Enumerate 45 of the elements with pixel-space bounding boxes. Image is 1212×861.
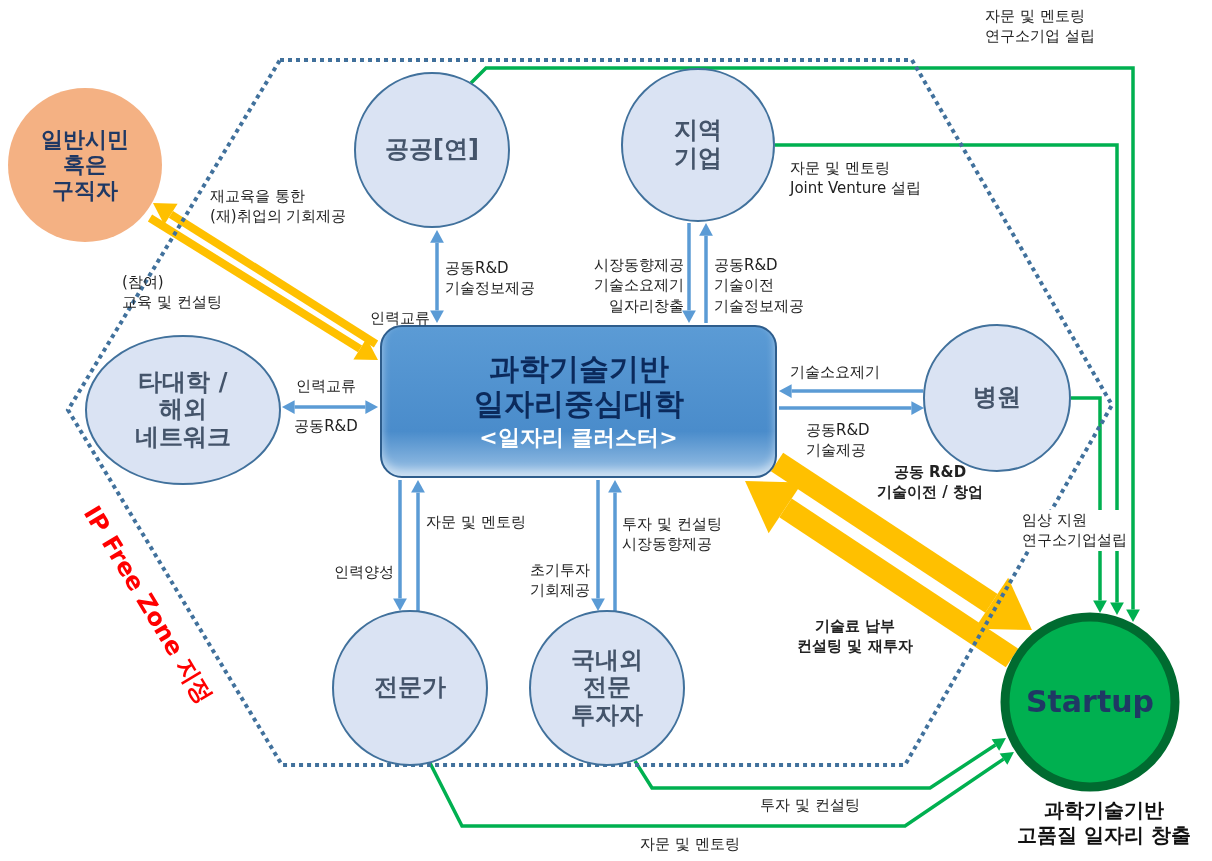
block-arrow: [770, 452, 1032, 630]
node-label: 과학기술기반 고품질 일자리 창출: [1017, 798, 1191, 848]
arrow: [153, 202, 379, 348]
arrow: [682, 223, 696, 324]
edge-label: 기술소요제기: [790, 362, 880, 383]
arrow: [775, 143, 1124, 616]
edge-label: 자문 및 멘토링: [640, 834, 740, 855]
circle-node: 전문가: [332, 610, 488, 766]
edge-label: 자문 및 멘토링 연구소기업 설립: [985, 6, 1095, 47]
arrow: [591, 480, 605, 612]
edge-label: 공동R&D 기술제공: [806, 420, 870, 461]
edge-label: 투자 및 컨설팅 시장동향제공: [622, 514, 722, 555]
edge-label: 인력교류: [296, 376, 356, 397]
arrow: [430, 230, 444, 324]
arrow: [393, 480, 407, 612]
arrow: [778, 384, 923, 398]
arrow: [147, 214, 378, 360]
edge-label: 시장동향제공 기술소요제기 일자리창출: [594, 255, 684, 316]
arrow: [411, 479, 425, 611]
circle-node: 국내외 전문 투자자: [529, 610, 685, 766]
circle-node: 일반시민 혹은 구직자: [7, 87, 163, 243]
arrow: [428, 752, 1014, 828]
arrow: [699, 223, 713, 323]
circle-node: 지역 기업: [621, 68, 775, 222]
edge-label: 자문 및 멘토링: [426, 512, 526, 533]
edge-label: 공동R&D 기술이전 기술정보제공: [714, 255, 804, 316]
edge-label: 기술료 납부 컨설팅 및 재투자: [797, 616, 913, 657]
arrow: [633, 738, 1006, 790]
arrow: [608, 479, 622, 611]
edge-label: (참여) 교육 및 컨설팅: [122, 272, 222, 313]
edge-label: 공동R&D 기술정보제공: [445, 258, 535, 299]
arrow-label: 공동R&D: [294, 416, 358, 437]
arrow: [281, 400, 379, 414]
arrow: [779, 401, 925, 415]
university-box: 과학기술기반 일자리중심대학 <일자리 클러스터>: [380, 325, 777, 478]
edge-label: 인력양성: [334, 562, 394, 583]
arrow: [469, 66, 1140, 623]
edge-label: 초기투자 기회제공: [530, 560, 590, 601]
startup-circle: Startup: [1000, 612, 1180, 792]
block-arrow: [745, 480, 1019, 668]
edge-label: 자문 및 멘토링 Joint Venture 설립: [790, 158, 921, 199]
edge-label: 투자 및 컨설팅: [760, 795, 860, 816]
edge-label: 재교육을 통한 (재)취업의 기회제공: [210, 186, 347, 227]
circle-node: 공공[연]: [354, 72, 510, 228]
circle-node: 타대학 / 해외 네트워크: [85, 335, 281, 485]
